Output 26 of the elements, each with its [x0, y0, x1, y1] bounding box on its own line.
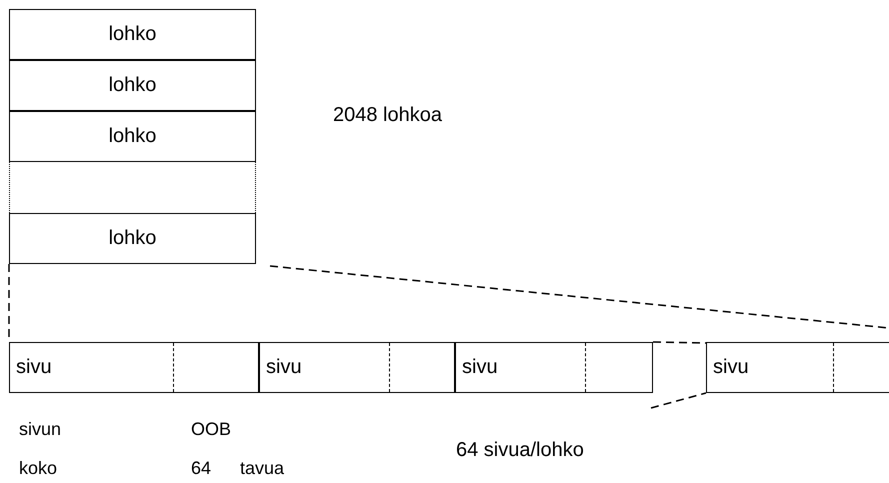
annotation-text: tavua — [240, 458, 284, 479]
zoom-line — [652, 341, 706, 344]
block-box — [9, 9, 256, 60]
annotation-text: sivun — [19, 419, 62, 440]
block-box — [9, 213, 256, 264]
annotation-text: OOB — [191, 419, 232, 440]
page-box — [9, 342, 259, 393]
page-box — [706, 342, 889, 393]
page-box — [259, 342, 455, 393]
page-label: sivu — [16, 356, 52, 379]
block-label: lohko — [108, 125, 158, 148]
zoom-line — [270, 265, 889, 329]
block-label: lohko — [108, 23, 158, 46]
page-label: sivu — [266, 356, 302, 379]
block-box — [9, 111, 256, 162]
annotation-text: 2048 lohkoa — [333, 104, 442, 127]
annotation-text: 64 sivua/lohko — [456, 439, 584, 462]
block-box — [9, 60, 256, 111]
block-label: lohko — [108, 227, 158, 250]
page-label: sivu — [713, 356, 749, 379]
page-label: sivu — [462, 356, 498, 379]
page-box — [455, 342, 653, 393]
zoom-line — [650, 392, 706, 409]
annotation-text: koko — [19, 458, 58, 479]
annotation-text: 64 — [191, 458, 212, 479]
block-label: lohko — [108, 74, 158, 97]
